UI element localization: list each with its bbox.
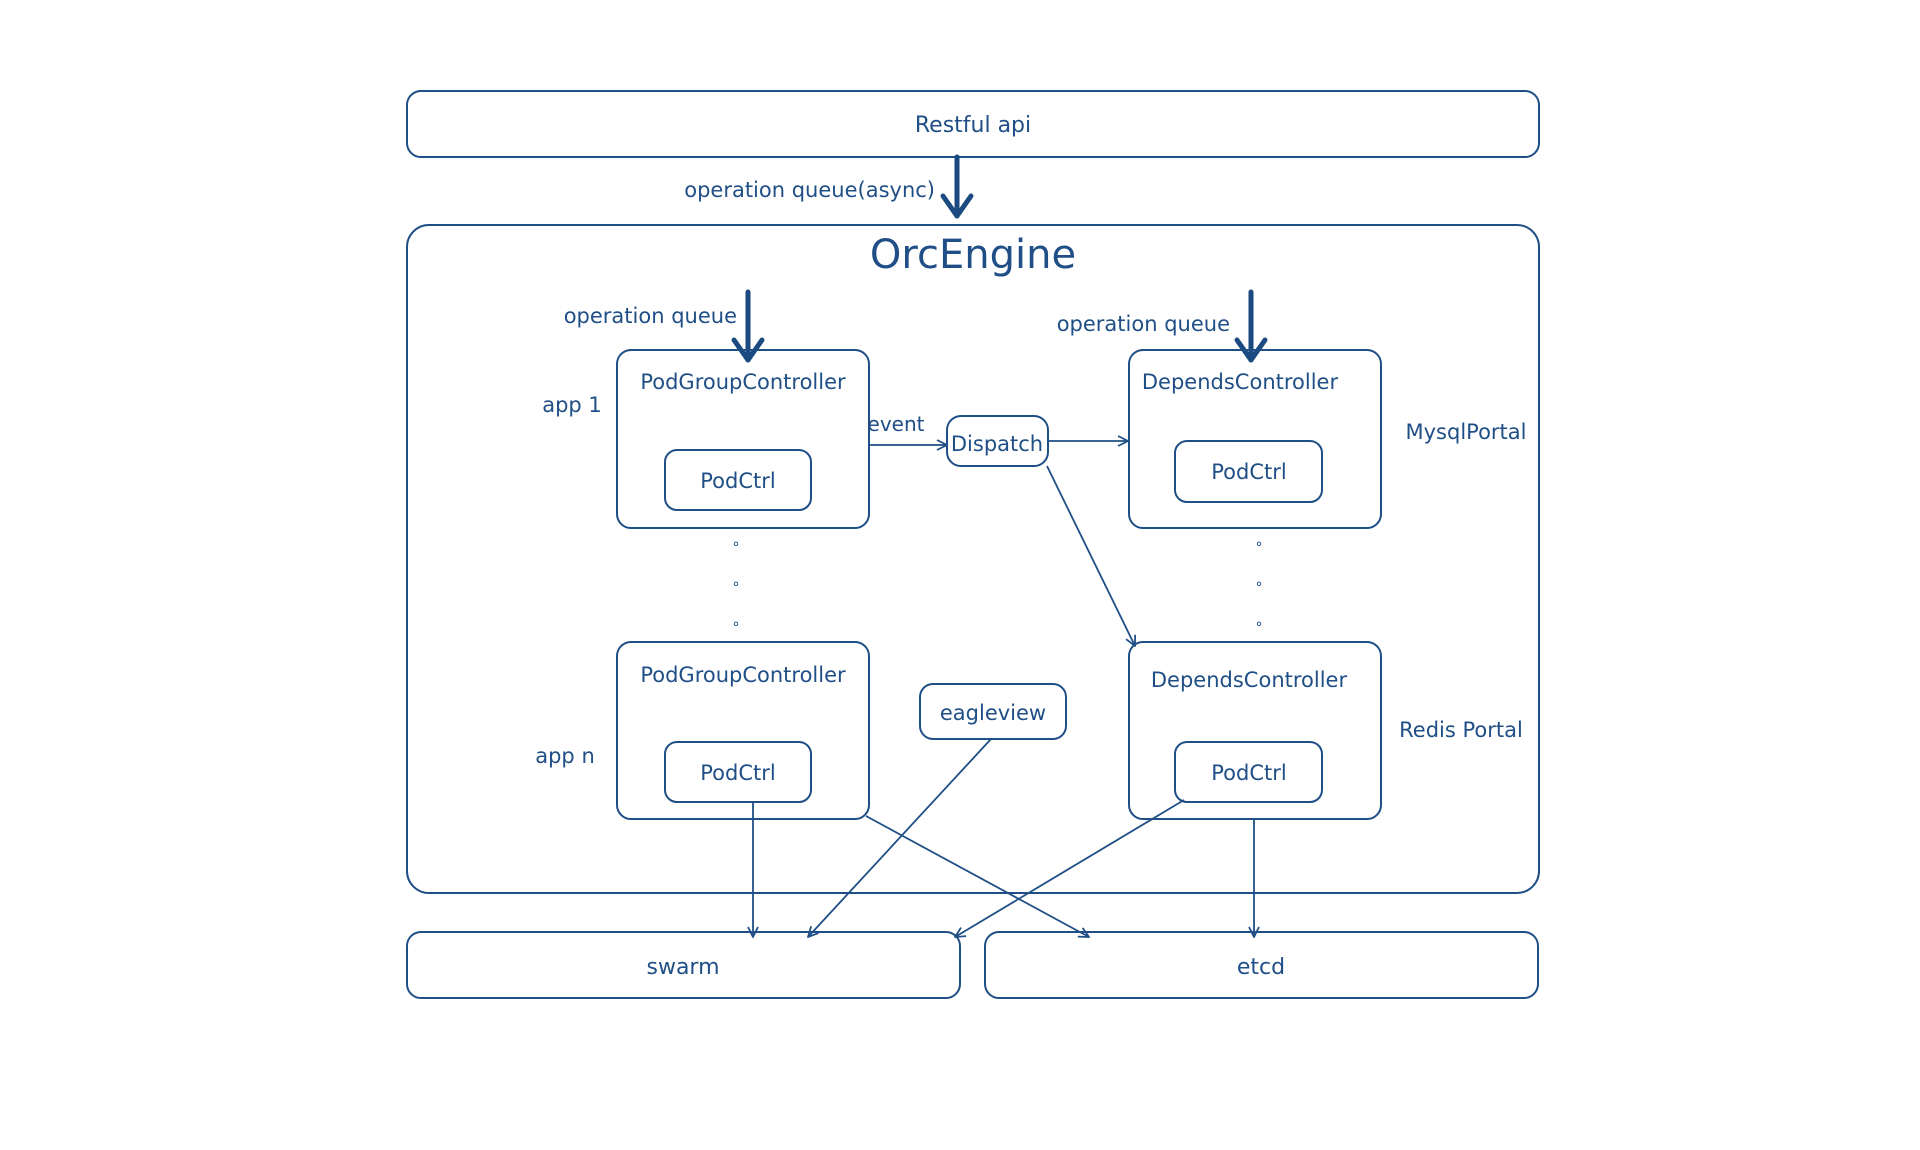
left-ellipsis-dot-2: ° <box>733 580 740 596</box>
eagleview-node <box>919 683 1067 740</box>
depends-controller-top <box>1128 349 1382 529</box>
app-n-label: app n <box>535 744 595 768</box>
restful-api-label: Restful api <box>915 113 1031 138</box>
left-queue-arrow-head <box>731 337 765 363</box>
right-ellipsis-dot-3: ° <box>1256 620 1263 636</box>
dispatch-label: Dispatch <box>951 432 1043 456</box>
dispatch-to-depends-bottom-edge <box>1046 465 1135 646</box>
pod-ctrl-top-right-label: PodCtrl <box>1211 460 1286 484</box>
etcd-box <box>984 931 1539 999</box>
restful-api-box <box>406 90 1540 158</box>
pod-ctrl-bottom-right-label: PodCtrl <box>1211 761 1286 785</box>
depends-controller-bottom-label: DependsController <box>1151 668 1348 692</box>
etcd-label: etcd <box>1237 955 1285 980</box>
async-queue-arrow-head <box>940 193 974 219</box>
left-controller-to-etcd-edge <box>865 815 1089 937</box>
swarm-box <box>406 931 961 999</box>
right-queue-arrow-head <box>1234 337 1268 363</box>
right-ellipsis-dot-2: ° <box>1256 580 1263 596</box>
pod-group-controller-bottom-label: PodGroupController <box>640 663 846 687</box>
app-1-label: app 1 <box>542 393 602 417</box>
pod-ctrl-top-left <box>664 449 812 511</box>
swarm-label: swarm <box>646 955 719 980</box>
orcengine-container <box>406 224 1540 894</box>
left-ellipsis-dot-3: ° <box>733 620 740 636</box>
mysql-portal-label: MysqlPortal <box>1406 420 1527 444</box>
redis-portal-label: Redis Portal <box>1399 718 1523 742</box>
operation-queue-async-label: operation queue(async) <box>684 178 935 202</box>
right-operation-queue-label: operation queue <box>1057 312 1230 336</box>
orcengine-title: OrcEngine <box>870 232 1076 278</box>
right-podctrl-to-swarm-edge <box>955 799 1185 937</box>
right-ellipsis-dot-1: ° <box>1256 540 1263 556</box>
pod-group-controller-top-label: PodGroupController <box>640 370 846 394</box>
pod-ctrl-bottom-right <box>1174 741 1323 803</box>
eagleview-label: eagleview <box>940 701 1046 725</box>
pod-ctrl-bottom-left <box>664 741 812 803</box>
eagleview-to-swarm-edge <box>808 738 992 937</box>
pod-group-controller-top <box>616 349 870 529</box>
pod-group-controller-bottom <box>616 641 870 820</box>
event-label: event <box>868 412 925 436</box>
pod-ctrl-bottom-left-label: PodCtrl <box>700 761 775 785</box>
left-operation-queue-label: operation queue <box>564 304 737 328</box>
pod-ctrl-top-left-label: PodCtrl <box>700 469 775 493</box>
depends-controller-top-label: DependsController <box>1142 370 1339 394</box>
left-ellipsis-dot-1: ° <box>733 540 740 556</box>
depends-controller-bottom <box>1128 641 1382 820</box>
pod-ctrl-top-right <box>1174 440 1323 503</box>
